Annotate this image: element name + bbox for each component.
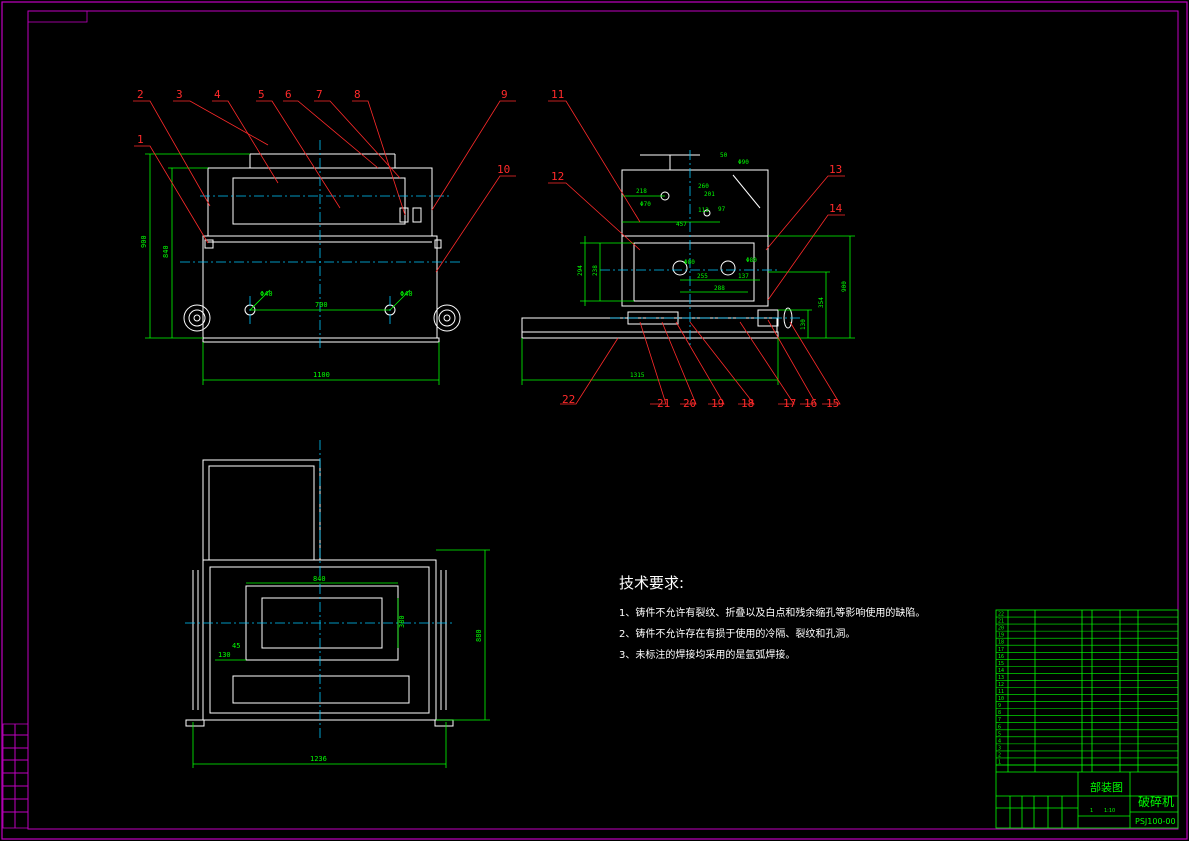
side-balloon-19: 19 [711,397,724,410]
side-balloon-18: 18 [741,397,754,410]
bom-row-number: 19 [998,633,1004,639]
front-balloon-2: 2 [137,88,144,101]
dim-side-d1: Φ80 [684,259,695,266]
front-balloon-9: 9 [501,88,508,101]
dim-side-top-w: 218 [636,188,647,195]
dim-side-left-height: 294 [577,265,584,276]
note-line-1: 1、铸件不允许有裂纹、折叠以及白点和残余缩孔等影响使用的缺陷。 [619,608,926,619]
dim-side-top-w2: 457 [676,221,687,228]
dim-top-opening: 380 [398,615,406,628]
dim-top-offset: 130 [218,651,231,659]
bom-row-number: 16 [998,654,1004,660]
bom-row-number: 20 [998,626,1004,632]
title-drawing-number: PSJ100-00 [1135,817,1176,826]
dim-front-width: 1100 [313,371,330,379]
bom-row-number: 15 [998,661,1004,667]
bom-row-number: 21 [998,619,1004,625]
dim-front-hole-left: Φ40 [260,290,273,298]
dim-front-hole-span: 700 [315,301,328,309]
dim-front-height-outer: 900 [140,235,148,248]
dim-side-left-inner: 238 [592,265,599,276]
bom-row-number: 4 [998,738,1001,744]
dim-side-s113: 113 [698,207,709,214]
top-view: 1236 840 380 880 130 45 [185,440,490,768]
notes-title: 技术要求: [619,574,685,592]
dim-side-s97: 97 [718,206,726,213]
bom-row-number: 13 [998,675,1004,681]
dim-top-angle: 45 [232,642,240,650]
side-balloon-15: 15 [826,397,839,410]
dim-top-inner: 840 [313,575,326,583]
side-balloon-13: 13 [829,163,842,176]
bom-row-number: 8 [998,710,1001,716]
dim-side-total-width: 1315 [630,372,645,379]
bom-row-number: 7 [998,717,1001,723]
bom-row-number: 9 [998,703,1001,709]
side-balloon-21: 21 [657,397,670,410]
front-balloon-5: 5 [258,88,265,101]
front-balloon-7: 7 [316,88,323,101]
dim-top-width: 1236 [310,755,327,763]
bom-row-number: 6 [998,724,1001,730]
dim-front-height-inner: 840 [162,245,170,258]
note-line-2: 2、铸件不允许存在有损于使用的冷隔、裂纹和孔洞。 [619,629,856,640]
dim-side-span2: 288 [714,285,725,292]
dim-side-base-height: 130 [800,319,807,330]
dim-side-total-height: 900 [841,281,848,292]
front-balloon-6: 6 [285,88,292,101]
front-balloon-1: 1 [137,133,144,146]
dim-side-span3: 137 [738,273,749,280]
side-balloon-12: 12 [551,170,564,183]
front-balloon-10: 10 [497,163,510,176]
note-line-3: 3、未标注的焊接均采用的是氩弧焊接。 [619,650,796,661]
dim-side-r1: Φ70 [640,201,651,208]
side-balloon-22: 22 [562,393,575,406]
side-balloon-20: 20 [683,397,696,410]
bom-row-number: 17 [998,647,1004,653]
title-scale: 1:10 [1104,808,1115,814]
technical-requirements: 技术要求: 1、铸件不允许有裂纹、折叠以及白点和残余缩孔等影响使用的缺陷。 2、… [619,572,925,666]
title-part-name: 破碎机 [1138,794,1174,809]
side-balloon-17: 17 [783,397,796,410]
dim-side-s90: Φ90 [738,159,749,166]
front-balloon-4: 4 [214,88,221,101]
front-balloon-8: 8 [354,88,361,101]
dim-side-top-right: 50 [720,152,728,159]
side-balloon-16: 16 [804,397,817,410]
dim-front-hole-right: Φ40 [400,290,413,298]
bom-row-number: 11 [998,689,1004,695]
bom-row-number: 14 [998,668,1004,674]
dim-side-s260: 260 [698,183,709,190]
title-quantity: 1 [1090,808,1093,814]
dim-top-depth: 880 [475,629,483,642]
bom-row-number: 18 [998,640,1004,646]
bom-row-number: 1 [998,760,1001,766]
front-view: 900 840 1100 700 Φ40 Φ40 1 2 3 4 5 6 [133,88,516,385]
side-view: 1315 900 354 130 294 238 Φ80 Φ80 255 288… [521,88,855,410]
dim-side-s201: 201 [704,191,715,198]
title-drawing-type: 部装图 [1090,780,1123,794]
side-balloon-11: 11 [551,88,564,101]
dim-side-lower-height: 354 [818,297,825,308]
bom-row-number: 10 [998,696,1004,702]
bom-row-number: 3 [998,745,1001,751]
dim-side-d2: Φ80 [746,257,757,264]
front-balloon-3: 3 [176,88,183,101]
dim-side-span1: 255 [697,273,708,280]
bom-row-number: 5 [998,731,1001,737]
side-balloon-14: 14 [829,202,843,215]
bom-row-number: 2 [998,752,1001,758]
bom-row-number: 22 [998,612,1004,618]
bom-row-number: 12 [998,682,1004,688]
